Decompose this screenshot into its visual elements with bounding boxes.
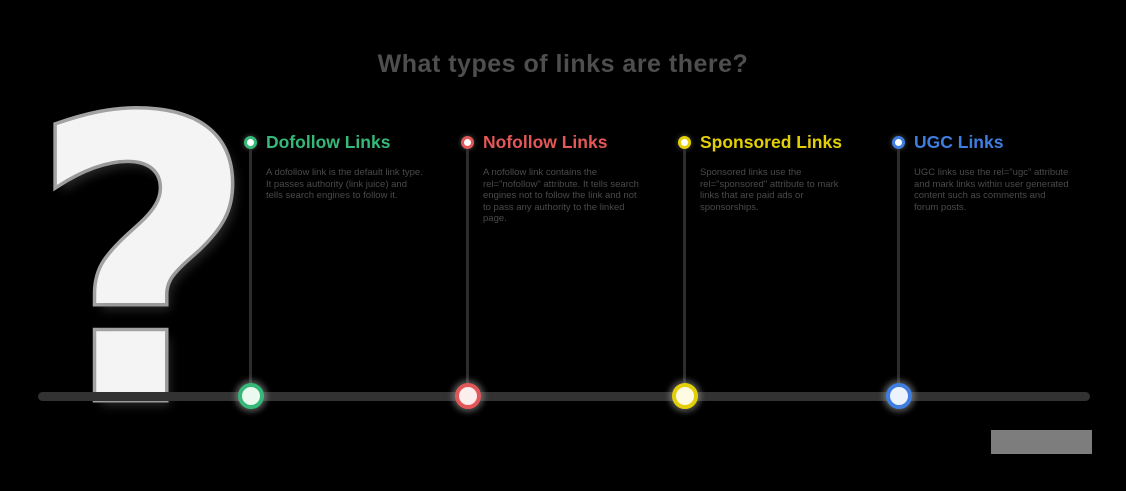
watermark-bar [991, 430, 1092, 454]
infographic-canvas: What types of links are there? ? Dofollo… [26, 50, 1102, 463]
ugc-description: UGC links use the rel="ugc" attribute an… [914, 167, 1069, 213]
timeline-item-dofollow: Dofollow Links A dofollow link is the de… [238, 132, 454, 435]
ugc-label: UGC Links [914, 132, 1004, 152]
ugc-connector-line [897, 149, 900, 396]
dofollow-timeline-node-icon [238, 383, 264, 409]
page-title: What types of links are there? [377, 50, 749, 78]
sponsored-description: Sponsored links use the rel="sponsored" … [700, 167, 839, 213]
dofollow-label: Dofollow Links [266, 132, 391, 152]
timeline-axis [38, 392, 1090, 401]
timeline-item-sponsored: Sponsored Links Sponsored links use the … [672, 132, 888, 435]
dofollow-description: A dofollow link is the default link type… [266, 167, 423, 201]
ugc-timeline-node-icon [886, 383, 912, 409]
timeline-item-ugc: UGC Links UGC links use the rel="ugc" at… [886, 132, 1102, 435]
ugc-marker-dot-icon [892, 136, 905, 149]
nofollow-marker-dot-icon [461, 136, 474, 149]
timeline-item-nofollow: Nofollow Links A nofollow link contains … [455, 132, 671, 435]
sponsored-connector-line [683, 149, 686, 396]
nofollow-description: A nofollow link contains the rel="nofoll… [483, 167, 639, 224]
sponsored-label: Sponsored Links [700, 132, 842, 152]
dofollow-marker-dot-icon [244, 136, 257, 149]
nofollow-timeline-node-icon [455, 383, 481, 409]
sponsored-timeline-node-icon [672, 383, 698, 409]
sponsored-marker-dot-icon [678, 136, 691, 149]
nofollow-connector-line [466, 149, 469, 396]
dofollow-connector-line [249, 149, 252, 396]
nofollow-label: Nofollow Links [483, 132, 608, 152]
